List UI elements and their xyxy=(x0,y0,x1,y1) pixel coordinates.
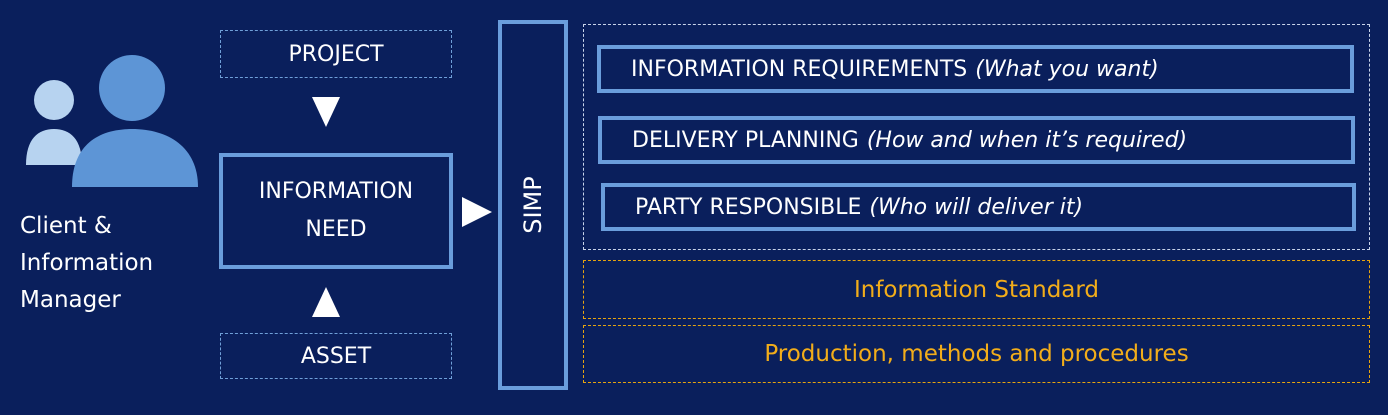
production-methods-label: Production, methods and procedures xyxy=(764,341,1189,367)
information-requirements-label: INFORMATION REQUIREMENTS xyxy=(631,56,968,82)
arrow-up-icon xyxy=(312,287,340,317)
party-responsible-detail: (Who will deliver it) xyxy=(869,194,1084,220)
simp-label: SIMP xyxy=(519,176,547,234)
project-box: PROJECT xyxy=(220,30,452,78)
arrow-right-icon xyxy=(462,197,492,227)
delivery-planning-detail: (How and when it’s required) xyxy=(866,127,1188,153)
people-icon xyxy=(22,55,202,195)
delivery-planning-label: DELIVERY PLANNING xyxy=(632,127,859,153)
party-responsible-box: PARTY RESPONSIBLE (Who will deliver it) xyxy=(601,183,1356,231)
party-responsible-label: PARTY RESPONSIBLE xyxy=(635,194,862,220)
information-need-box: INFORMATION NEED xyxy=(219,153,453,269)
information-requirements-detail: (What you want) xyxy=(975,56,1159,82)
client-label: Client & Information Manager xyxy=(20,208,210,319)
information-standard-label: Information Standard xyxy=(853,276,1100,303)
information-requirements-box: INFORMATION REQUIREMENTS (What you want) xyxy=(597,45,1354,93)
information-need-line-2: NEED xyxy=(305,217,367,242)
client-label-line-1: Client & xyxy=(20,213,112,239)
asset-label: ASSET xyxy=(300,343,372,369)
delivery-planning-box: DELIVERY PLANNING (How and when it’s req… xyxy=(598,116,1355,164)
information-standard-box: Information Standard xyxy=(583,260,1370,319)
project-label: PROJECT xyxy=(288,41,384,67)
client-label-line-2: Information xyxy=(20,250,154,276)
client-label-line-3: Manager xyxy=(20,287,121,313)
asset-box: ASSET xyxy=(220,333,452,379)
simp-box: SIMP xyxy=(498,20,568,390)
production-methods-box: Production, methods and procedures xyxy=(583,325,1370,383)
requirements-container xyxy=(583,24,1370,250)
information-need-line-1: INFORMATION xyxy=(258,179,414,204)
arrow-down-icon xyxy=(312,97,340,127)
